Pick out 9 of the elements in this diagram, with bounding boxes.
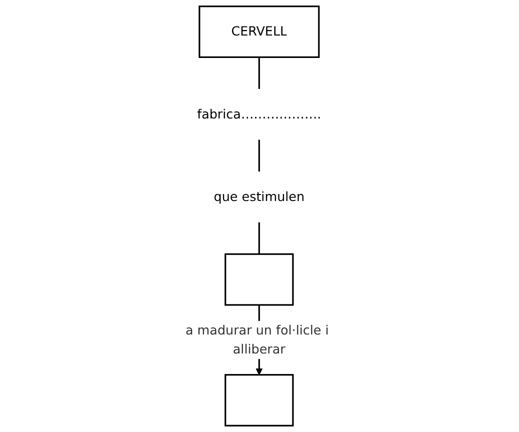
node-box xyxy=(224,253,294,306)
node-box: CERVELL xyxy=(198,6,320,58)
node-text: que estimulen xyxy=(214,189,305,204)
node-box xyxy=(224,374,294,426)
connector xyxy=(258,57,260,89)
edge-label: a madurar un fol·licle i alliberar xyxy=(186,322,330,357)
node-text: fabrica………………. xyxy=(197,106,322,122)
connector xyxy=(258,222,260,254)
connector xyxy=(258,140,260,172)
